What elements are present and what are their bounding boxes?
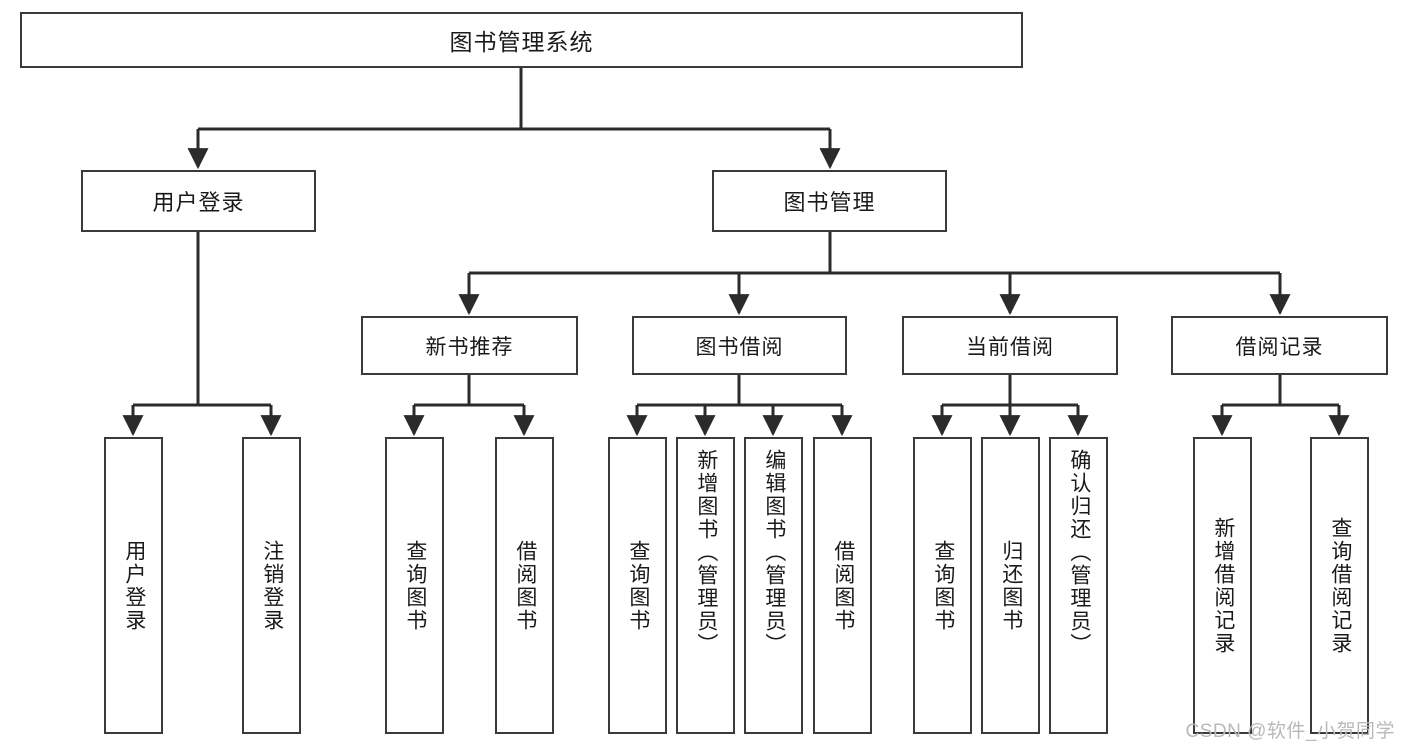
- leaf-new-book-borrow-book[interactable]: 借阅图书: [495, 437, 554, 734]
- leaf-current-borrow-return-book[interactable]: 归还图书: [981, 437, 1040, 734]
- leaf-book-borrow-query-book[interactable]: 查询图书: [608, 437, 667, 734]
- node-label: 借阅图书: [831, 539, 855, 632]
- leaf-book-borrow-borrow-book[interactable]: 借阅图书: [813, 437, 872, 734]
- node-label: 查询图书: [626, 539, 650, 632]
- node-new-book-recommend[interactable]: 新书推荐: [361, 316, 578, 375]
- node-label: 新书推荐: [425, 335, 514, 359]
- leaf-user-login-logout[interactable]: 注销登录: [242, 437, 301, 734]
- node-book-borrow[interactable]: 图书借阅: [632, 316, 847, 375]
- node-label: 查询借阅记录: [1328, 516, 1352, 655]
- leaf-current-borrow-confirm-return-admin[interactable]: 确认归还（管理员）: [1049, 437, 1108, 734]
- node-label: 查询图书: [403, 539, 427, 632]
- node-label: 编辑图书（管理员）: [762, 449, 786, 656]
- node-label: 查询图书: [931, 539, 955, 632]
- node-book-management[interactable]: 图书管理: [712, 170, 947, 232]
- node-label: 图书管理: [783, 190, 876, 215]
- node-label: 新增借阅记录: [1211, 516, 1235, 655]
- node-label: 新增图书（管理员）: [694, 449, 718, 656]
- node-label: 归还图书: [999, 539, 1023, 632]
- leaf-user-login-login[interactable]: 用户登录: [104, 437, 163, 734]
- leaf-new-book-query-book[interactable]: 查询图书: [385, 437, 444, 734]
- leaf-book-borrow-add-book-admin[interactable]: 新增图书（管理员）: [676, 437, 735, 734]
- node-label: 用户登录: [122, 539, 146, 632]
- leaf-book-borrow-edit-book-admin[interactable]: 编辑图书（管理员）: [744, 437, 803, 734]
- leaf-borrow-record-query-record[interactable]: 查询借阅记录: [1310, 437, 1369, 734]
- node-label: 当前借阅: [966, 335, 1054, 359]
- node-borrow-record[interactable]: 借阅记录: [1171, 316, 1388, 375]
- node-user-login[interactable]: 用户登录: [81, 170, 316, 232]
- node-label: 借阅记录: [1235, 335, 1324, 359]
- node-label: 图书管理系统: [449, 29, 594, 55]
- node-label: 确认归还（管理员）: [1067, 449, 1091, 656]
- node-label: 借阅图书: [513, 539, 537, 632]
- csdn-watermark: CSDN @软件_小贺同学: [1185, 721, 1395, 742]
- node-root-book-management-system[interactable]: 图书管理系统: [20, 12, 1023, 68]
- node-current-borrow[interactable]: 当前借阅: [902, 316, 1118, 375]
- node-label: 用户登录: [152, 190, 245, 215]
- node-label: 注销登录: [260, 539, 284, 632]
- leaf-current-borrow-query-book[interactable]: 查询图书: [913, 437, 972, 734]
- node-label: 图书借阅: [695, 335, 784, 359]
- leaf-borrow-record-add-record[interactable]: 新增借阅记录: [1193, 437, 1252, 734]
